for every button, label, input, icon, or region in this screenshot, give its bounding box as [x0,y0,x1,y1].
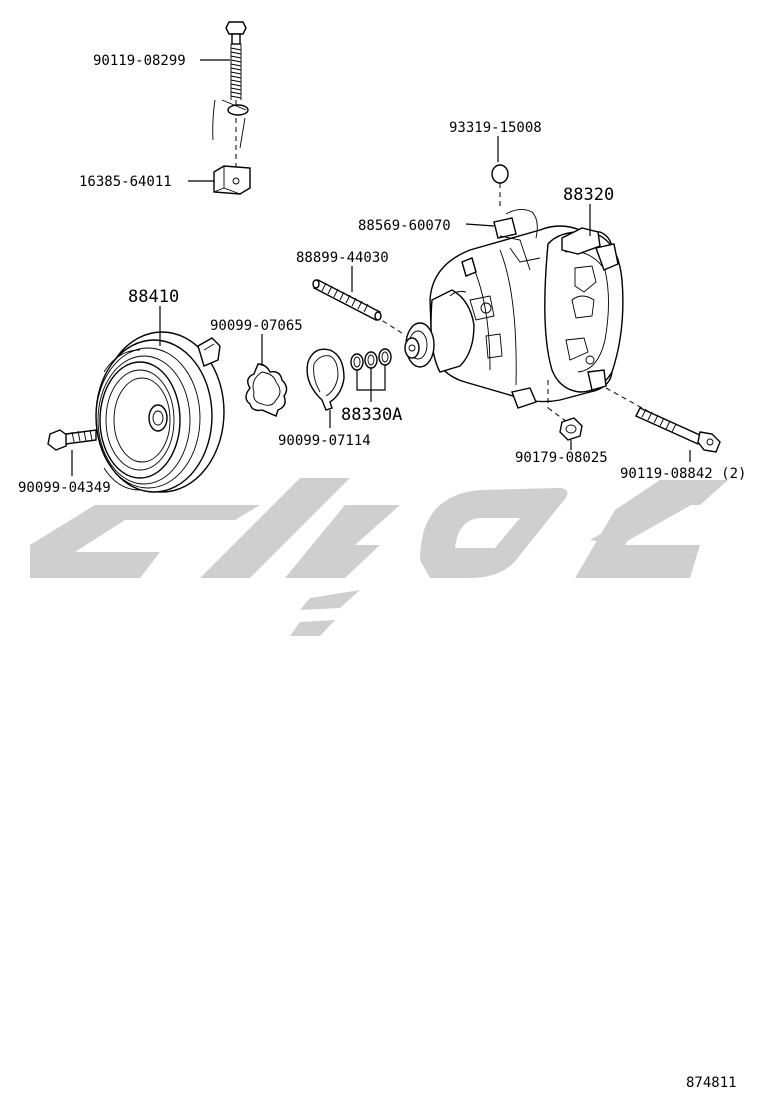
label-compressor: 88320 [563,185,614,205]
bolt-top-part [225,21,247,112]
snap-ring-part [306,348,345,411]
bracket-washer-part [212,99,249,168]
bracket-part [213,165,251,195]
label-bracket: 16385-64011 [79,174,172,190]
label-stud: 88899-44030 [296,250,389,266]
bolt-small-part [47,429,97,451]
shim-plate-part [245,363,288,417]
label-bolt-small: 90099-04349 [18,480,111,496]
nut-part [559,417,583,441]
label-connector: 88569-60070 [358,218,451,234]
label-snap-ring: 90099-07114 [278,433,371,449]
clutch-pulley-part [95,331,225,493]
label-o-rings: 88330A [341,405,402,425]
o-rings-part [350,348,392,371]
label-shim-plate: 90099-07065 [210,318,303,334]
label-bolt-top: 90119-08299 [93,53,186,69]
leader-lines [71,59,691,476]
figure-number: 874811 [686,1075,737,1091]
bolt-long-part [635,407,721,453]
compressor-part [374,209,701,441]
cap-part [491,136,509,210]
label-bolt-long: 90119-08842 (2) [620,466,746,482]
callout-labels: 90119-08299 16385-64011 93319-15008 8832… [18,53,746,1091]
label-nut: 90179-08025 [515,450,608,466]
label-cap: 93319-15008 [449,120,542,136]
watermark-logo [30,478,728,636]
label-clutch-pulley: 88410 [128,287,179,307]
stud-part [312,279,382,321]
